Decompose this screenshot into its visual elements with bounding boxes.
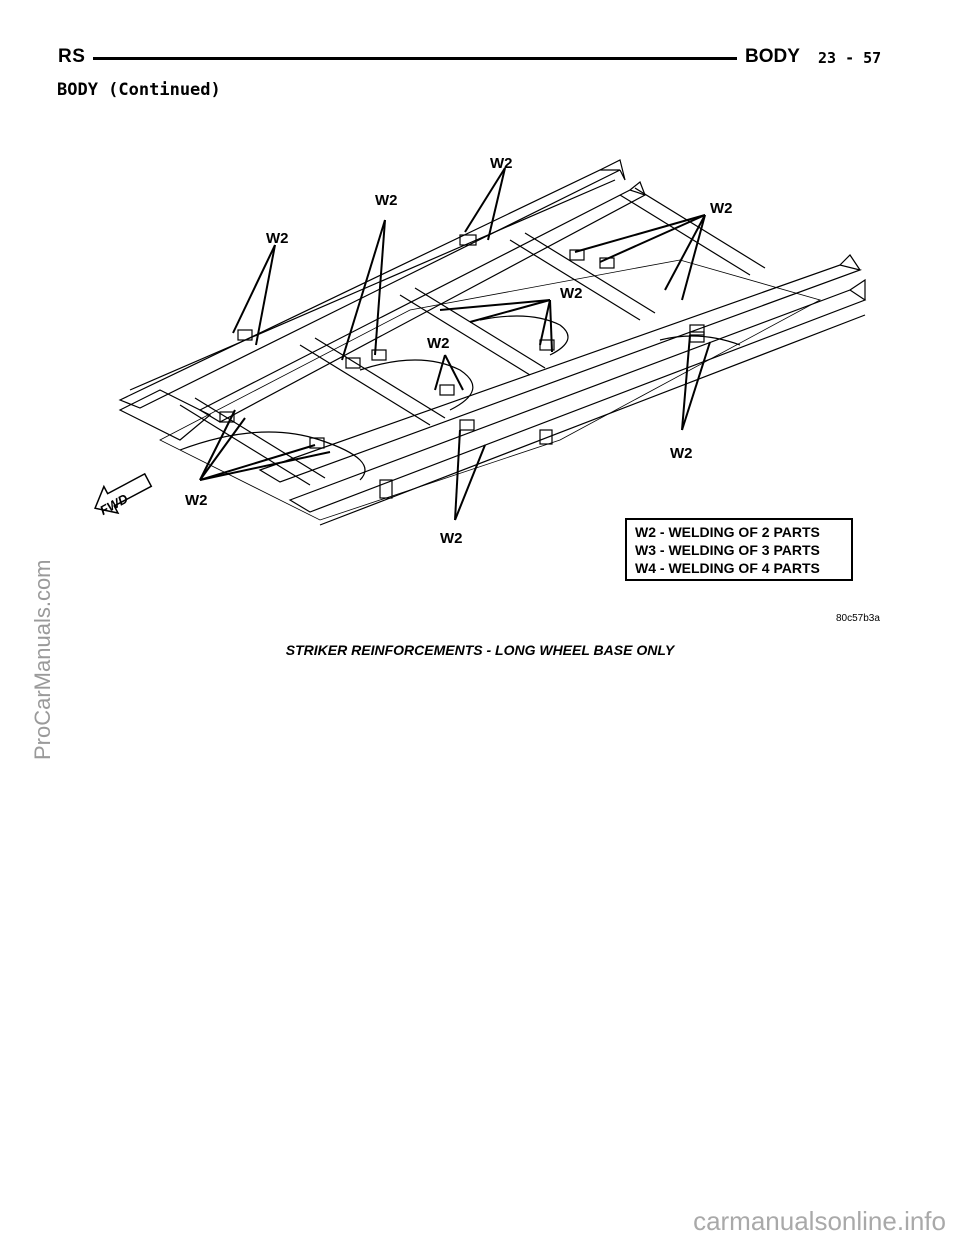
header-vehicle-code: RS <box>58 46 86 67</box>
bottom-watermark: carmanualsonline.info <box>693 1206 946 1236</box>
legend-line: W2 - WELDING OF 2 PARTS <box>635 524 820 540</box>
weld-callout: W2 <box>266 230 289 247</box>
floor-pan-illustration <box>94 159 867 526</box>
weld-legend: W2 - WELDING OF 2 PARTS W3 - WELDING OF … <box>625 518 853 581</box>
header-page-number: 23 - 57 <box>818 49 882 67</box>
header-section-title: BODY <box>745 46 800 67</box>
weld-callout: W2 <box>185 492 208 509</box>
weld-callout: W2 <box>490 155 513 172</box>
figure-caption: STRIKER REINFORCEMENTS - LONG WHEEL BASE… <box>285 642 675 658</box>
header-rule <box>93 57 737 60</box>
forward-arrow-icon <box>94 472 153 515</box>
section-subheading: BODY (Continued) <box>57 80 221 100</box>
legend-line: W3 - WELDING OF 3 PARTS <box>635 542 820 558</box>
figure-id: 80c57b3a <box>836 613 880 624</box>
weld-callout: W2 <box>710 200 733 217</box>
side-watermark: ProCarManuals.com <box>30 559 55 760</box>
weld-callout: W2 <box>560 285 583 302</box>
legend-line: W4 - WELDING OF 4 PARTS <box>635 560 820 576</box>
weld-callout: W2 <box>440 530 463 547</box>
weld-callout: W2 <box>670 445 693 462</box>
weld-callout: W2 <box>375 192 398 209</box>
weld-callout: W2 <box>427 335 450 352</box>
floor-pan-figure: W2 W2 W2 W2 W2 W2 W2 W2 W2 W2 FWD <box>60 140 890 630</box>
